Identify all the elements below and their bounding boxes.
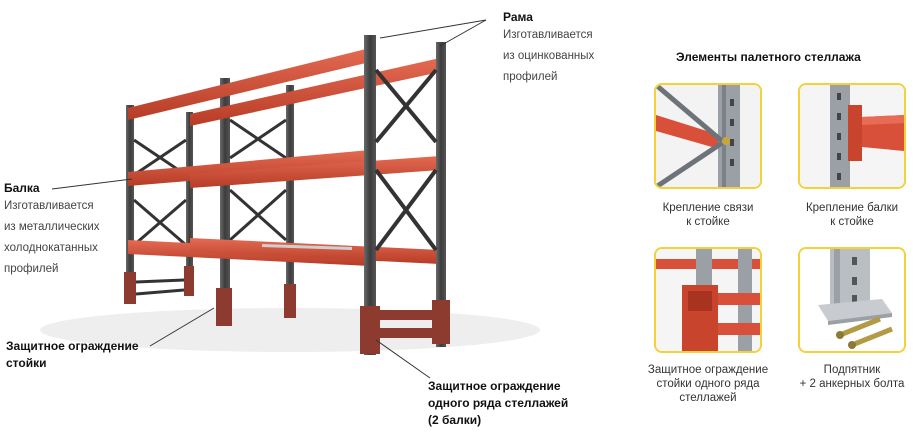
label-frame-line: профилей: [503, 71, 558, 83]
caption-line: к стойке: [686, 216, 730, 228]
caption-row-guard: Защитное ограждение стойки одного ряда с…: [633, 363, 783, 405]
thumb-base-plate: [798, 247, 906, 353]
caption-base-plate: Подпятник + 2 анкерных болта: [777, 363, 924, 391]
caption-line: Крепление связи: [662, 202, 754, 214]
label-beam-line: из металлических: [4, 221, 100, 233]
frame-front: [360, 35, 450, 355]
caption-line: к стойке: [830, 216, 874, 228]
caption-beam-connection: Крепление балки к стойке: [777, 201, 924, 229]
label-beam: Балка Изготавливается из металлических х…: [4, 180, 144, 280]
label-frame-line: из оцинкованных: [503, 50, 595, 62]
label-frame-line: Изготавливается: [503, 29, 593, 41]
thumb-beam-connection: [798, 83, 906, 189]
label-frame-title: Рама: [503, 10, 533, 24]
panel-title: Элементы палетного стеллажа: [676, 50, 861, 64]
thumb-bracing-connection: [654, 83, 762, 189]
label-beam-line: профилей: [4, 263, 59, 275]
pallet-rack-illustration: [40, 19, 540, 379]
label-beam-title: Балка: [4, 181, 40, 195]
label-beam-line: холоднокатанных: [4, 242, 98, 254]
label-row-guard-line: (2 балки): [428, 413, 482, 427]
leader-lines: [51, 19, 487, 379]
label-post-guard-line: стойки: [6, 356, 47, 370]
label-frame: Рама Изготавливается из оцинкованных про…: [503, 9, 623, 88]
label-post-guard-line: Защитное ограждение: [6, 339, 139, 353]
label-beam-line: Изготавливается: [4, 200, 94, 212]
label-row-guard-line: одного ряда стеллажей: [428, 396, 569, 410]
caption-line: стеллажей: [679, 392, 737, 404]
frame-middle: [216, 78, 296, 326]
label-row-guard: Защитное ограждение одного ряда стеллаже…: [428, 378, 618, 429]
caption-line: + 2 анкерных болта: [799, 378, 905, 390]
caption-line: Защитное ограждение: [647, 364, 769, 376]
caption-bracing-connection: Крепление связи к стойке: [633, 201, 783, 229]
caption-line: Подпятник: [823, 364, 881, 376]
label-row-guard-line: Защитное ограждение: [428, 379, 561, 393]
caption-line: Крепление балки: [805, 202, 899, 214]
beams: [128, 48, 440, 266]
label-post-guard: Защитное ограждение стойки: [6, 338, 166, 372]
thumb-row-guard: [654, 247, 762, 353]
caption-line: стойки одного ряда: [656, 378, 760, 390]
